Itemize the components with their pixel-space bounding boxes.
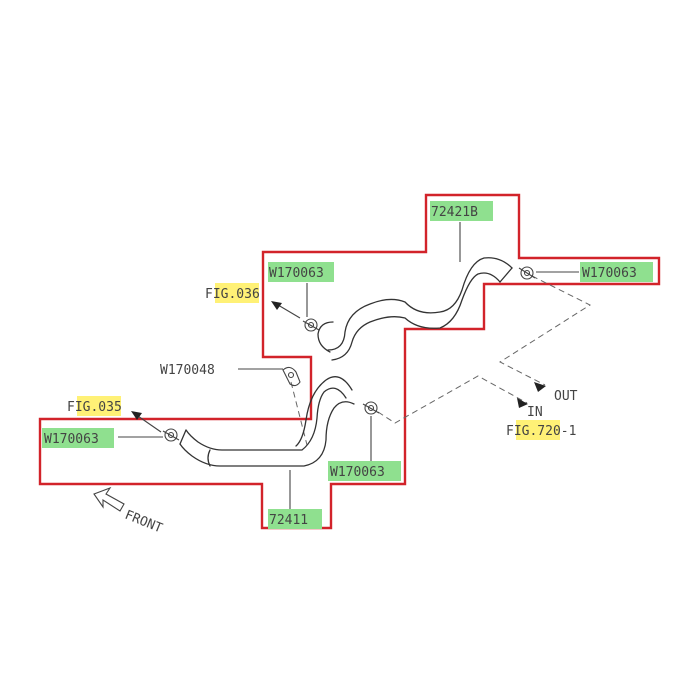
dashed-clip-line xyxy=(290,381,308,446)
hose-72421b xyxy=(317,257,513,361)
fig-720-reference: FIG.720-1 xyxy=(506,424,576,439)
arrow-fig036-head xyxy=(271,301,282,310)
front-label: FRONT xyxy=(123,508,165,537)
arrow-fig035 xyxy=(134,413,162,433)
hose-clamp-icon xyxy=(362,401,380,415)
hose-clamp-icon xyxy=(302,318,320,332)
clamp-label-upper-left: W170063 xyxy=(269,266,324,281)
in-label: IN xyxy=(527,405,543,420)
part-label-72411: 72411 xyxy=(269,513,308,528)
front-arrow-icon xyxy=(93,486,125,512)
fig-036-reference: FIG.036 xyxy=(205,287,260,302)
fig-035-reference: FIG.035 xyxy=(67,400,122,415)
arrow-fig035-head xyxy=(131,411,142,420)
highlight-clamp-upper-right xyxy=(580,262,653,282)
arrow-out-head xyxy=(534,382,546,392)
highlight-72421b xyxy=(430,201,493,221)
hose-72411 xyxy=(179,376,355,467)
highlight-clamp-upper-left xyxy=(268,262,334,282)
highlight-fig036 xyxy=(215,283,259,303)
clamp-label-lower-left: W170063 xyxy=(44,432,99,447)
clamp-label-upper-right: W170063 xyxy=(582,266,637,281)
arrow-in-head xyxy=(517,398,528,408)
highlight-fig035 xyxy=(77,396,121,416)
clamp-label-lower-right: W170063 xyxy=(330,465,385,480)
dashed-flow-upper xyxy=(498,275,592,386)
highlight-clamp-lower-left xyxy=(42,428,114,448)
hose-clamp-icon xyxy=(518,266,536,280)
highlight-fig720 xyxy=(516,420,560,440)
out-label: OUT xyxy=(554,389,578,404)
dashed-flow-lower xyxy=(377,375,528,424)
highlight-72411 xyxy=(268,509,322,529)
hose-clamp-icon xyxy=(162,428,180,442)
highlight-outline xyxy=(38,193,661,530)
clip-icon xyxy=(282,366,301,387)
part-label-72421b: 72421B xyxy=(431,205,478,220)
clip-label-w170048: W170048 xyxy=(160,363,215,378)
highlight-clamp-lower-right xyxy=(328,461,401,481)
